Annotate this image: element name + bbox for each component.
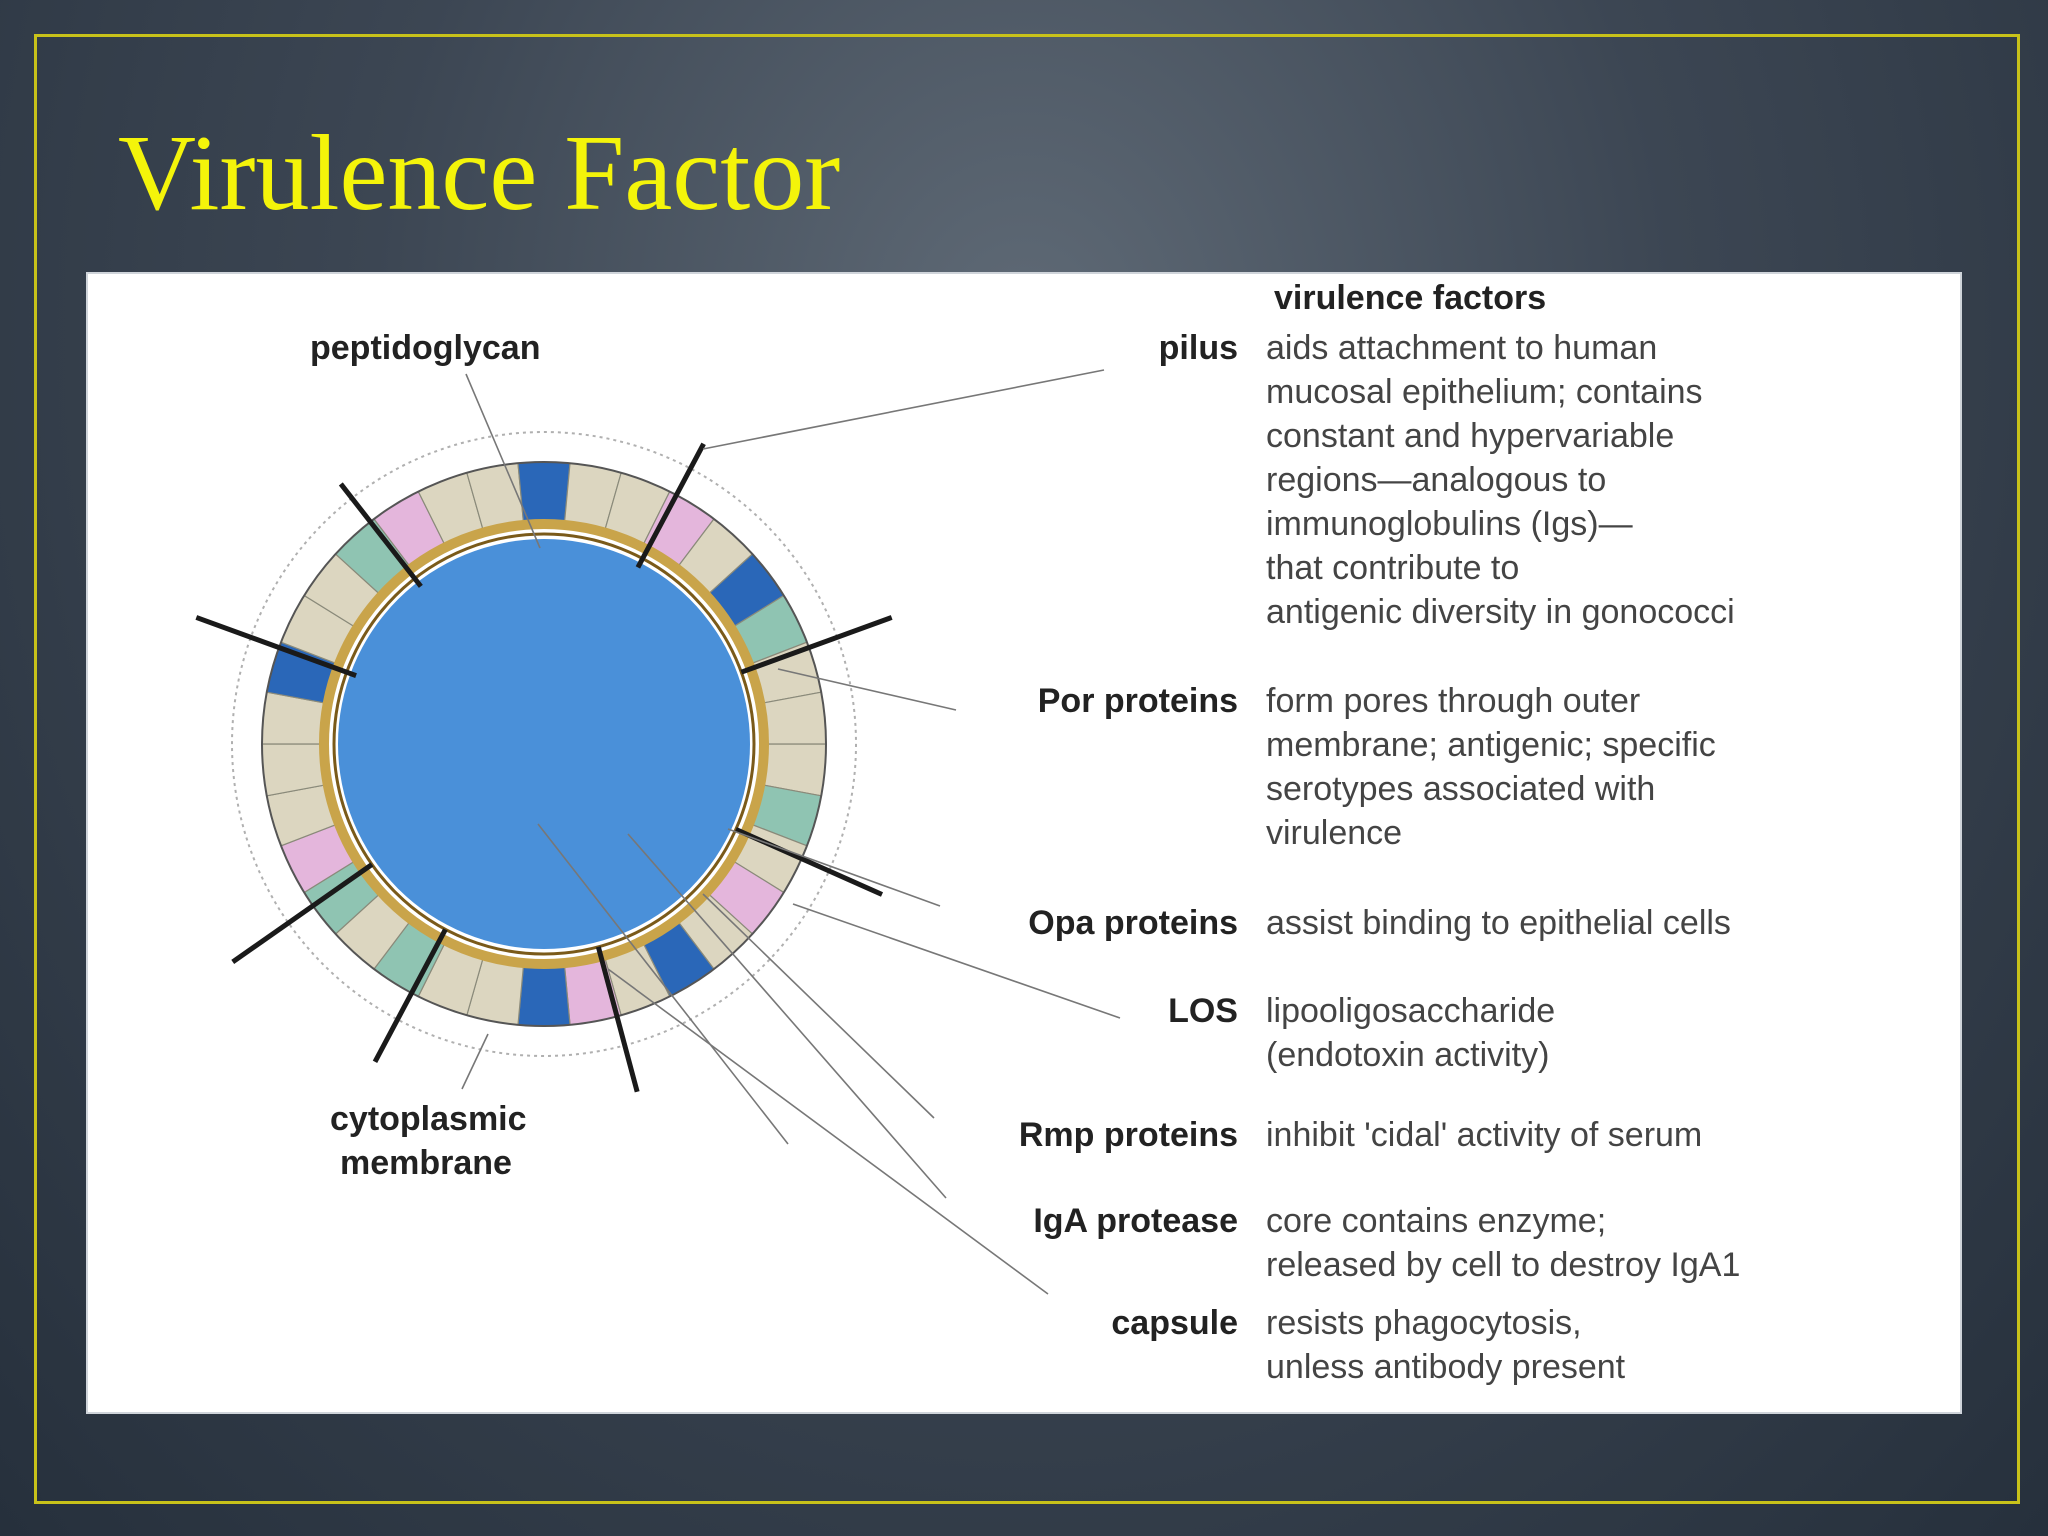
- membrane-segment: [517, 966, 571, 1027]
- peptidoglycan-leader: [465, 373, 541, 549]
- factor-name: capsule: [1111, 1304, 1238, 1342]
- pilus-strand: [740, 615, 893, 675]
- peptidoglycan-label: peptidoglycan: [310, 329, 540, 367]
- virulence-factors-header: virulence factors: [1274, 279, 1546, 317]
- cytoplasmic-membrane-ring: [332, 532, 756, 956]
- bacterium-diagram: peptidoglycan cytoplasmic membrane virul…: [195, 279, 1741, 1386]
- factor-description-line: lipooligosaccharide: [1266, 992, 1555, 1030]
- pilus-strand: [231, 862, 374, 965]
- pilus-strand: [372, 928, 448, 1064]
- slide-title: Virulence Factor: [118, 114, 841, 233]
- factor-description-line: aids attachment to human: [1266, 329, 1657, 367]
- factor-description-line: immunoglobulins (Igs)—: [1266, 505, 1633, 543]
- factor-description-line: unless antibody present: [1266, 1348, 1626, 1386]
- leader-lines: [461, 369, 1121, 1295]
- factor-description-line: inhibit 'cidal' activity of serum: [1266, 1116, 1702, 1154]
- factor-description-line: virulence: [1266, 814, 1402, 852]
- los-leader: [792, 903, 1121, 1019]
- por-leader: [777, 668, 957, 711]
- factor-description-line: assist binding to epithelial cells: [1266, 904, 1731, 942]
- factor-description-line: constant and hypervariable: [1266, 417, 1674, 455]
- pilus-strand: [338, 482, 423, 588]
- pilus-strand: [595, 946, 640, 1093]
- capsule-leader: [607, 968, 1049, 1295]
- factor-description-line: core contains enzyme;: [1266, 1202, 1606, 1240]
- factor-description-line: released by cell to destroy IgA1: [1266, 1246, 1740, 1284]
- factor-name: Rmp proteins: [1019, 1116, 1238, 1154]
- pilus-strand: [195, 615, 357, 678]
- factor-name: pilus: [1159, 329, 1238, 367]
- cytoplasm: [338, 539, 750, 949]
- factor-description-line: membrane; antigenic; specific: [1266, 726, 1716, 764]
- factor-description-line: serotypes associated with: [1266, 770, 1655, 808]
- factor-description-line: (endotoxin activity): [1266, 1036, 1549, 1074]
- factor-name: IgA protease: [1033, 1202, 1238, 1240]
- membrane-segment: [517, 461, 571, 522]
- diagram-panel: peptidoglycan cytoplasmic membrane virul…: [86, 272, 1962, 1414]
- factor-description-line: antigenic diversity in gonococci: [1266, 593, 1735, 631]
- factor-description-line: regions—analogous to: [1266, 461, 1606, 499]
- outer-membrane-ring: [261, 461, 827, 1027]
- factor-description-line: that contribute to: [1266, 549, 1519, 587]
- factor-description-line: form pores through outer: [1266, 682, 1640, 720]
- cytoplasmic-leader: [461, 1033, 489, 1090]
- cytoplasmic-label-line1: cytoplasmic: [330, 1100, 527, 1138]
- pili: [195, 442, 893, 1093]
- factor-table: pilus aids attachment to human mucosal epi…: [1019, 329, 1741, 1386]
- factor-description-line: mucosal epithelium; contains: [1266, 373, 1703, 411]
- cytoplasmic-label-line2: membrane: [340, 1144, 512, 1182]
- factor-name: Por proteins: [1038, 682, 1238, 720]
- iga-leader: [627, 833, 947, 1199]
- slide-frame: [34, 34, 2020, 1504]
- opa-leader: [727, 828, 941, 907]
- factor-name: Opa proteins: [1028, 904, 1238, 942]
- factor-description-line: resists phagocytosis,: [1266, 1304, 1582, 1342]
- cytoplasm-leader: [537, 823, 789, 1145]
- pilus-leader: [702, 369, 1105, 450]
- peptidoglycan-ring: [319, 519, 769, 969]
- rmp-leader: [702, 893, 935, 1119]
- factor-name: LOS: [1168, 992, 1238, 1030]
- pilus-strand: [635, 442, 706, 569]
